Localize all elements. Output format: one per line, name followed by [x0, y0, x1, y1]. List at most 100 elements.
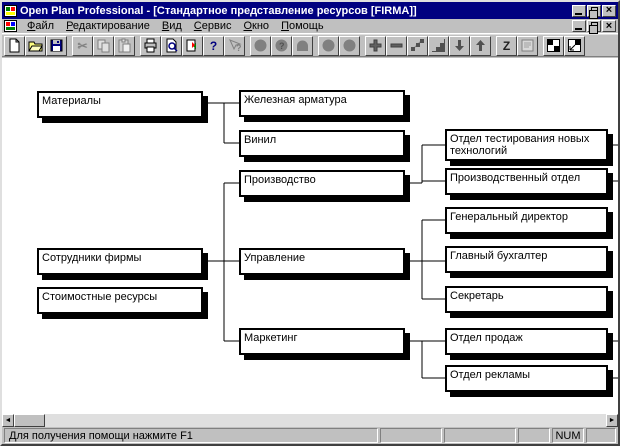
app-icon[interactable]	[4, 4, 17, 17]
scroll-left-button[interactable]: ◄	[2, 414, 14, 427]
node-advertising-dept[interactable]: Отдел рекламы	[445, 365, 608, 392]
menu-edit[interactable]: Редактирование	[66, 20, 150, 32]
status-message: Для получения помощи нажмите F1	[4, 428, 378, 443]
linked-dots-icon	[411, 39, 424, 51]
print-button[interactable]	[140, 35, 161, 56]
move-down-button[interactable]	[449, 35, 470, 56]
node-production[interactable]: Производство	[239, 170, 405, 197]
open-folder-icon	[28, 41, 43, 52]
arrange-window-button[interactable]	[564, 35, 585, 56]
node-new-tech-testing-dept[interactable]: Отдел тестирования новых технологий	[445, 129, 608, 161]
node-general-director[interactable]: Генеральный директор	[445, 207, 608, 234]
child-minimize-button[interactable]	[572, 20, 586, 32]
print-preview-icon	[166, 38, 178, 53]
menu-window[interactable]: Окно	[243, 20, 270, 32]
node-sales-dept[interactable]: Отдел продаж	[445, 328, 608, 355]
save-floppy-icon	[50, 39, 63, 52]
node-chief-accountant[interactable]: Главный бухгалтер	[445, 246, 608, 273]
menu-service[interactable]: Сервис	[193, 20, 232, 32]
arch-icon	[297, 40, 308, 51]
document-icon[interactable]	[4, 20, 17, 32]
minimize-icon	[575, 12, 582, 15]
node-cost-resources[interactable]: Стоимостные ресурсы	[37, 287, 203, 314]
node-vinyl[interactable]: Винил	[239, 130, 405, 157]
context-help-button[interactable]: ?	[224, 35, 245, 56]
new-button[interactable]	[4, 35, 25, 56]
menu-bar: Файл Редактирование Вид Сервис Окно Помо…	[2, 19, 618, 34]
node-iron-rebar[interactable]: Железная арматура	[239, 90, 405, 117]
scroll-right-button[interactable]: ►	[606, 414, 618, 427]
circle-question-icon: ?	[275, 39, 288, 52]
close-button[interactable]: ×	[602, 4, 616, 17]
scrollbar-thumb[interactable]	[14, 414, 45, 427]
transfer-doc-icon	[186, 39, 196, 52]
open-button[interactable]	[25, 35, 46, 56]
node-label: Железная арматура	[244, 94, 347, 106]
connector-lines	[203, 102, 618, 379]
node-management[interactable]: Управление	[239, 248, 405, 275]
save-button[interactable]	[46, 35, 67, 56]
node-materials[interactable]: Материалы	[37, 91, 203, 118]
transfer-doc-button[interactable]	[182, 35, 203, 56]
corner-arrow-window-icon	[568, 39, 581, 52]
node-production-dept[interactable]: Производственный отдел	[445, 168, 608, 195]
link-nodes-button[interactable]	[407, 35, 428, 56]
node-label: Сотрудники фирмы	[42, 252, 142, 264]
plus-icon	[369, 39, 382, 52]
svg-text:?: ?	[279, 41, 285, 51]
menu-file[interactable]: Файл	[27, 20, 55, 32]
help-question-icon: ?	[209, 38, 218, 53]
minimize-icon	[575, 28, 582, 30]
status-panel-1	[380, 428, 442, 443]
print-preview-button[interactable]	[161, 35, 182, 56]
resource-arch-button[interactable]	[292, 35, 313, 56]
minimize-button[interactable]	[572, 4, 586, 17]
svg-text:?: ?	[236, 43, 242, 53]
help-button[interactable]: ?	[203, 35, 224, 56]
resource-circle-query-button[interactable]: ?	[271, 35, 292, 56]
close-icon: ×	[605, 19, 613, 32]
steps-icon	[432, 39, 445, 52]
restore-button[interactable]	[587, 4, 601, 19]
add-button[interactable]	[365, 35, 386, 56]
resource-circle2-button[interactable]	[318, 35, 339, 56]
arrow-up-icon	[476, 40, 485, 51]
node-company-employees[interactable]: Сотрудники фирмы	[37, 248, 203, 275]
resource-circle-button[interactable]	[250, 35, 271, 56]
cut-button[interactable]: ✂	[72, 35, 93, 56]
node-secretary[interactable]: Секретарь	[445, 286, 608, 313]
node-label: Производственный отдел	[450, 172, 581, 184]
child-close-button[interactable]: ×	[602, 20, 616, 32]
tile-window-button[interactable]	[543, 35, 564, 56]
node-label: Генеральный директор	[450, 211, 568, 223]
tiled-window-icon	[547, 39, 560, 52]
circle-icon	[322, 39, 335, 52]
resource-circle3-button[interactable]	[339, 35, 360, 56]
new-doc-icon	[9, 38, 20, 53]
menu-help[interactable]: Помощь	[281, 20, 324, 32]
toolbar: ✂ ? ? ? Z	[2, 34, 618, 57]
move-up-button[interactable]	[470, 35, 491, 56]
remove-button[interactable]	[386, 35, 407, 56]
paste-button[interactable]	[114, 35, 135, 56]
node-label: Винил	[244, 134, 277, 146]
num-lock-indicator: NUM	[552, 428, 584, 443]
node-label: Отдел тестирования новых технологий	[450, 133, 590, 157]
notes-button[interactable]	[517, 35, 538, 56]
status-panel-4	[586, 428, 616, 443]
horizontal-scrollbar[interactable]: ◄ ►	[2, 414, 618, 427]
menu-view[interactable]: Вид	[161, 20, 182, 32]
window-title: Open Plan Professional - [Стандартное пр…	[20, 4, 417, 17]
node-label: Главный бухгалтер	[450, 250, 548, 262]
node-label: Стоимостные ресурсы	[42, 291, 158, 303]
copy-icon	[97, 39, 110, 53]
child-restore-button[interactable]	[587, 20, 601, 34]
steps-button[interactable]	[428, 35, 449, 56]
node-marketing[interactable]: Маркетинг	[239, 328, 405, 355]
status-panel-2	[444, 428, 516, 443]
node-label: Производство	[244, 174, 316, 186]
copy-button[interactable]	[93, 35, 114, 56]
arrow-left-icon: ◄	[4, 417, 12, 424]
sort-z-button[interactable]: Z	[496, 35, 517, 56]
